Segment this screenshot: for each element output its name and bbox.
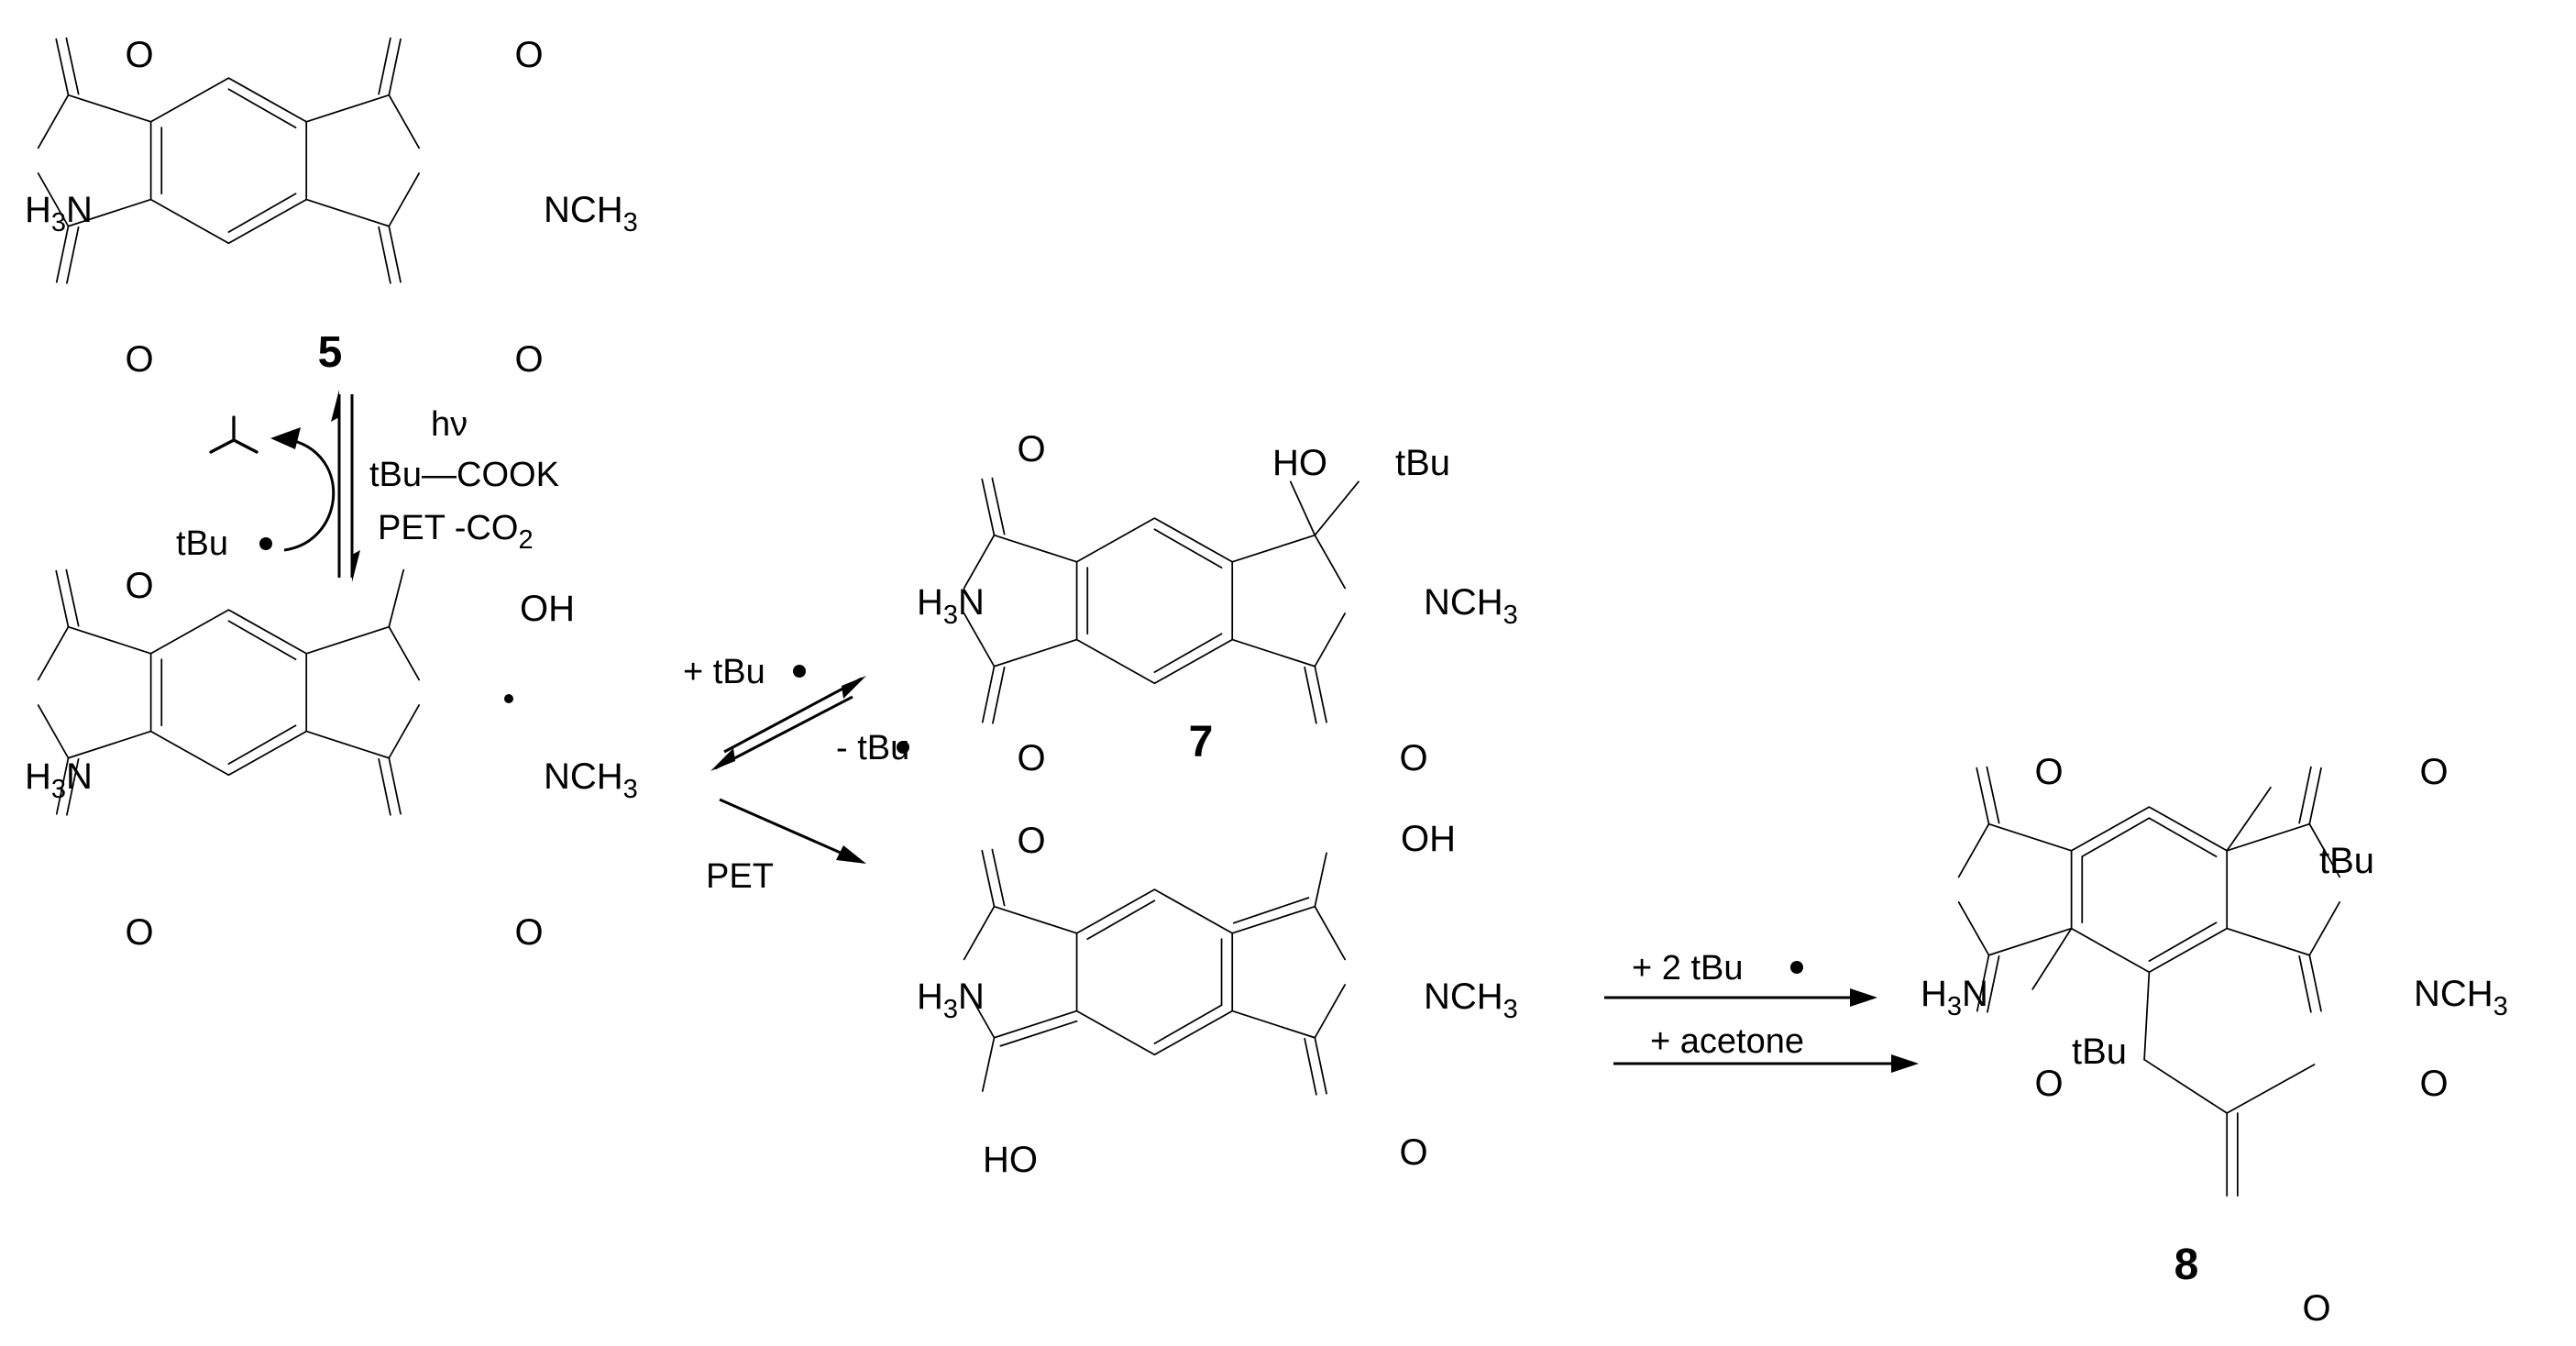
tbu-label: tBu (2319, 841, 2374, 881)
atom-o: O (2034, 1064, 2063, 1104)
tbu-cook-label: tBu—COOK (369, 456, 559, 494)
compound-5-structure (37, 37, 421, 284)
atom-o: O (514, 339, 543, 380)
vertical-equilibrium-arrow (331, 390, 360, 582)
plus-tbu-label: + tBu (683, 653, 765, 691)
equilibrium-arrow-7 (710, 676, 866, 771)
n-ch3-label: NCH3 (544, 190, 638, 237)
compound-5-labels: O O O O H3N NCH3 5 (25, 35, 638, 380)
compound-8-structure (1957, 766, 2341, 1197)
atom-o: O (1017, 738, 1045, 778)
atom-o: O (2034, 752, 2063, 792)
compound-8-number: 8 (2174, 1241, 2199, 1289)
n-ch3-label: NCH3 (1424, 582, 1518, 630)
atom-o: O (514, 912, 543, 953)
compound-7-structure (963, 477, 1360, 724)
radical-intermediate-structure (37, 568, 421, 816)
plus-2tbu-label: + 2 tBu (1632, 949, 1743, 987)
dienol-structure (963, 848, 1347, 1096)
pet-co2-label: PET -CO2 (378, 509, 534, 555)
pet-label: PET (706, 857, 774, 896)
atom-o: O (2302, 1288, 2330, 1329)
radical-dot (1790, 961, 1803, 974)
pet-arrow (719, 798, 866, 864)
compound-5-number: 5 (318, 328, 343, 377)
n-ch3-label: NCH3 (544, 756, 638, 804)
arrow-to-8 (1604, 988, 1919, 1073)
atom-o: O (2419, 1064, 2448, 1104)
hydroxyl-label: HO (1272, 443, 1327, 483)
h3c-n-label: H3N (917, 976, 985, 1024)
dienol-labels: O O OH HO H3N NCH3 (917, 819, 1518, 1180)
radical-dot (504, 694, 513, 703)
curved-arrow (279, 436, 336, 552)
compound-8-labels: O O O O O tBu tBu H3N NCH3 8 (1921, 752, 2508, 1329)
atom-o: O (125, 35, 153, 75)
atom-o: O (1399, 738, 1427, 778)
tbu-label: tBu (2072, 1032, 2127, 1072)
atom-o: O (1017, 821, 1045, 861)
radical-intermediate-labels: O O O OH H3N NCH3 (25, 566, 638, 953)
hydroxyl-label: OH (1401, 819, 1456, 859)
radical-dot (897, 741, 909, 754)
radical-dot (259, 537, 272, 550)
tbu-radical-label: tBu (176, 524, 228, 563)
n-ch3-label: NCH3 (2414, 974, 2508, 1021)
h3c-n-label: H3N (917, 582, 985, 630)
atom-o: O (514, 35, 543, 75)
atom-o: O (2419, 752, 2448, 792)
n-ch3-label: NCH3 (1424, 976, 1518, 1024)
hydroxyl-label: HO (983, 1140, 1038, 1180)
radical-dot (793, 665, 806, 678)
hv-label: hν (431, 405, 468, 444)
compound-7-number: 7 (1189, 718, 1214, 767)
atom-o: O (125, 339, 153, 380)
h3c-n-label: H3N (1921, 974, 1988, 1021)
atom-o: O (1017, 429, 1045, 469)
compound-7-labels: O O O HO tBu H3N NCH3 7 (917, 429, 1518, 778)
plus-acetone-label: + acetone (1650, 1022, 1804, 1061)
h3c-n-label: H3N (25, 756, 93, 804)
curved-arrow-head (270, 427, 301, 449)
atom-o: O (125, 912, 153, 953)
h3c-n-label: H3N (25, 190, 93, 237)
tbu-label: tBu (1395, 443, 1450, 483)
isobutane-icon (209, 415, 259, 454)
atom-o: O (125, 566, 153, 606)
atom-o: O (1399, 1132, 1427, 1173)
hydroxyl-label: OH (520, 589, 575, 629)
